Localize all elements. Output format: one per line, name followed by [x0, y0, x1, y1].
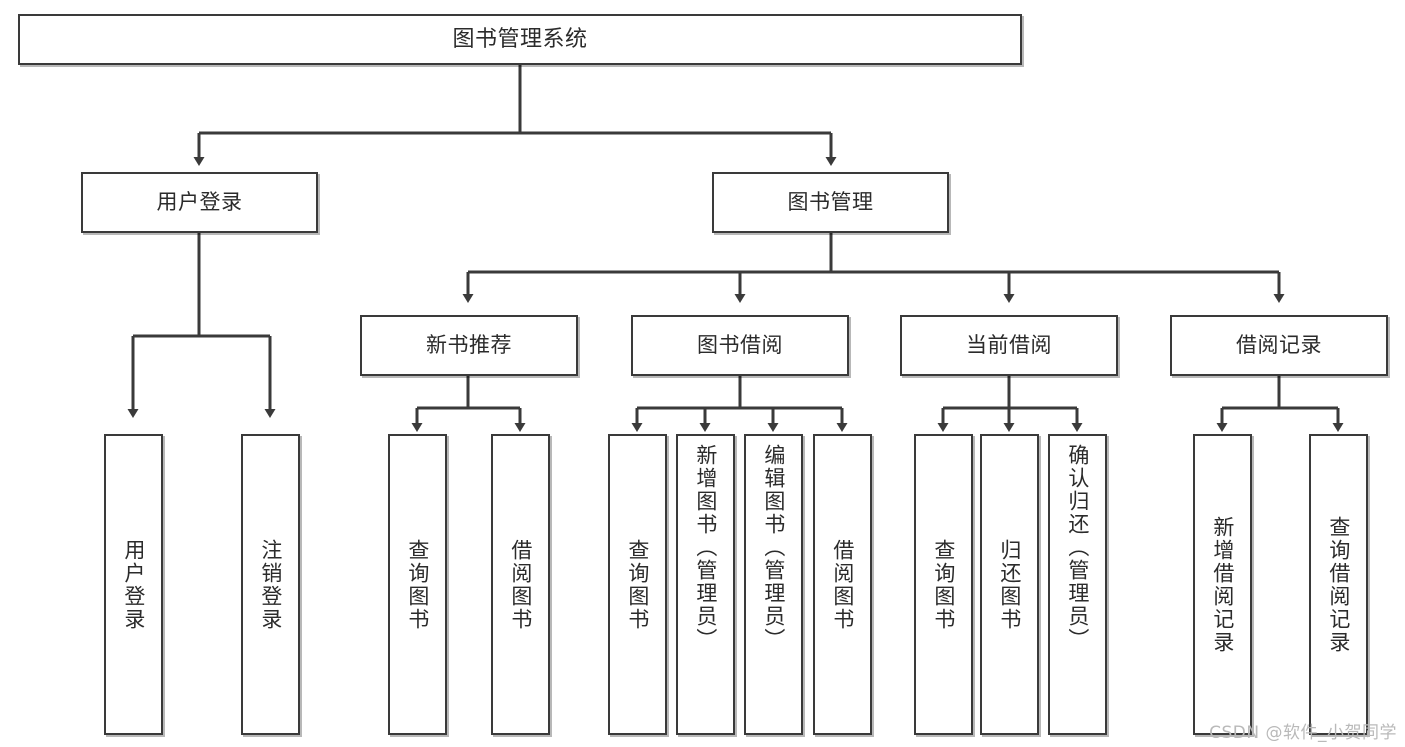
node-label: 查询图书: [405, 538, 430, 631]
leaf-query-book-recommend[interactable]: 查询图书: [388, 434, 447, 735]
node-label: 图书借阅: [697, 333, 783, 358]
edge-bookmanage-to-level3: [462, 233, 1285, 303]
node-label: 注销登录: [258, 538, 283, 631]
node-book-borrow[interactable]: 图书借阅: [631, 315, 849, 376]
node-label: 用户登录: [156, 190, 243, 215]
leaf-query-book-borrow[interactable]: 查询图书: [608, 434, 667, 735]
edge-newbook-to-leaves: [411, 376, 526, 432]
node-new-book-recommend[interactable]: 新书推荐: [360, 315, 578, 376]
node-borrow-record[interactable]: 借阅记录: [1170, 315, 1388, 376]
node-user-login[interactable]: 用户登录: [81, 172, 318, 233]
node-label: 借阅记录: [1236, 333, 1322, 358]
leaf-edit-book-admin[interactable]: 编辑图书（管理员）: [744, 434, 803, 735]
node-label: 新增借阅记录: [1210, 515, 1235, 654]
leaf-add-borrow-record[interactable]: 新增借阅记录: [1193, 434, 1252, 735]
node-root-book-management-system[interactable]: 图书管理系统: [18, 14, 1022, 65]
node-label: 当前借阅: [966, 333, 1052, 358]
node-current-borrow[interactable]: 当前借阅: [900, 315, 1118, 376]
leaf-query-borrow-record[interactable]: 查询借阅记录: [1309, 434, 1368, 735]
leaf-confirm-return-admin[interactable]: 确认归还（管理员）: [1048, 434, 1107, 735]
leaf-query-book-current[interactable]: 查询图书: [914, 434, 973, 735]
leaf-logout-login[interactable]: 注销登录: [241, 434, 300, 735]
node-label: 归还图书: [997, 538, 1022, 631]
node-label: 用户登录: [121, 538, 146, 631]
leaf-user-login[interactable]: 用户登录: [104, 434, 163, 735]
node-label: 查询图书: [931, 538, 956, 631]
csdn-watermark: CSDN @软件_小贺同学: [1209, 723, 1397, 743]
edge-borrowrecord-to-leaves: [1216, 376, 1344, 432]
node-label: 图书管理系统: [452, 26, 588, 52]
edge-root-to-level2: [193, 65, 837, 166]
node-label: 新增图书（管理员）: [693, 444, 718, 651]
node-label: 新书推荐: [426, 333, 512, 358]
edge-currentborrow-to-leaves: [937, 376, 1083, 432]
node-label: 借阅图书: [830, 538, 855, 631]
edge-userlogin-to-leaves: [127, 233, 276, 418]
node-label: 借阅图书: [508, 538, 533, 631]
edge-bookborrow-to-leaves: [631, 376, 848, 432]
node-label: 编辑图书（管理员）: [761, 444, 786, 651]
leaf-borrow-book-recommend[interactable]: 借阅图书: [491, 434, 550, 735]
leaf-add-book-admin[interactable]: 新增图书（管理员）: [676, 434, 735, 735]
node-label: 查询借阅记录: [1326, 515, 1351, 654]
node-label: 查询图书: [625, 538, 650, 631]
node-book-manage[interactable]: 图书管理: [712, 172, 949, 233]
node-label: 图书管理: [787, 190, 874, 215]
node-label: 确认归还（管理员）: [1065, 444, 1090, 651]
leaf-borrow-book[interactable]: 借阅图书: [813, 434, 872, 735]
leaf-return-book[interactable]: 归还图书: [980, 434, 1039, 735]
